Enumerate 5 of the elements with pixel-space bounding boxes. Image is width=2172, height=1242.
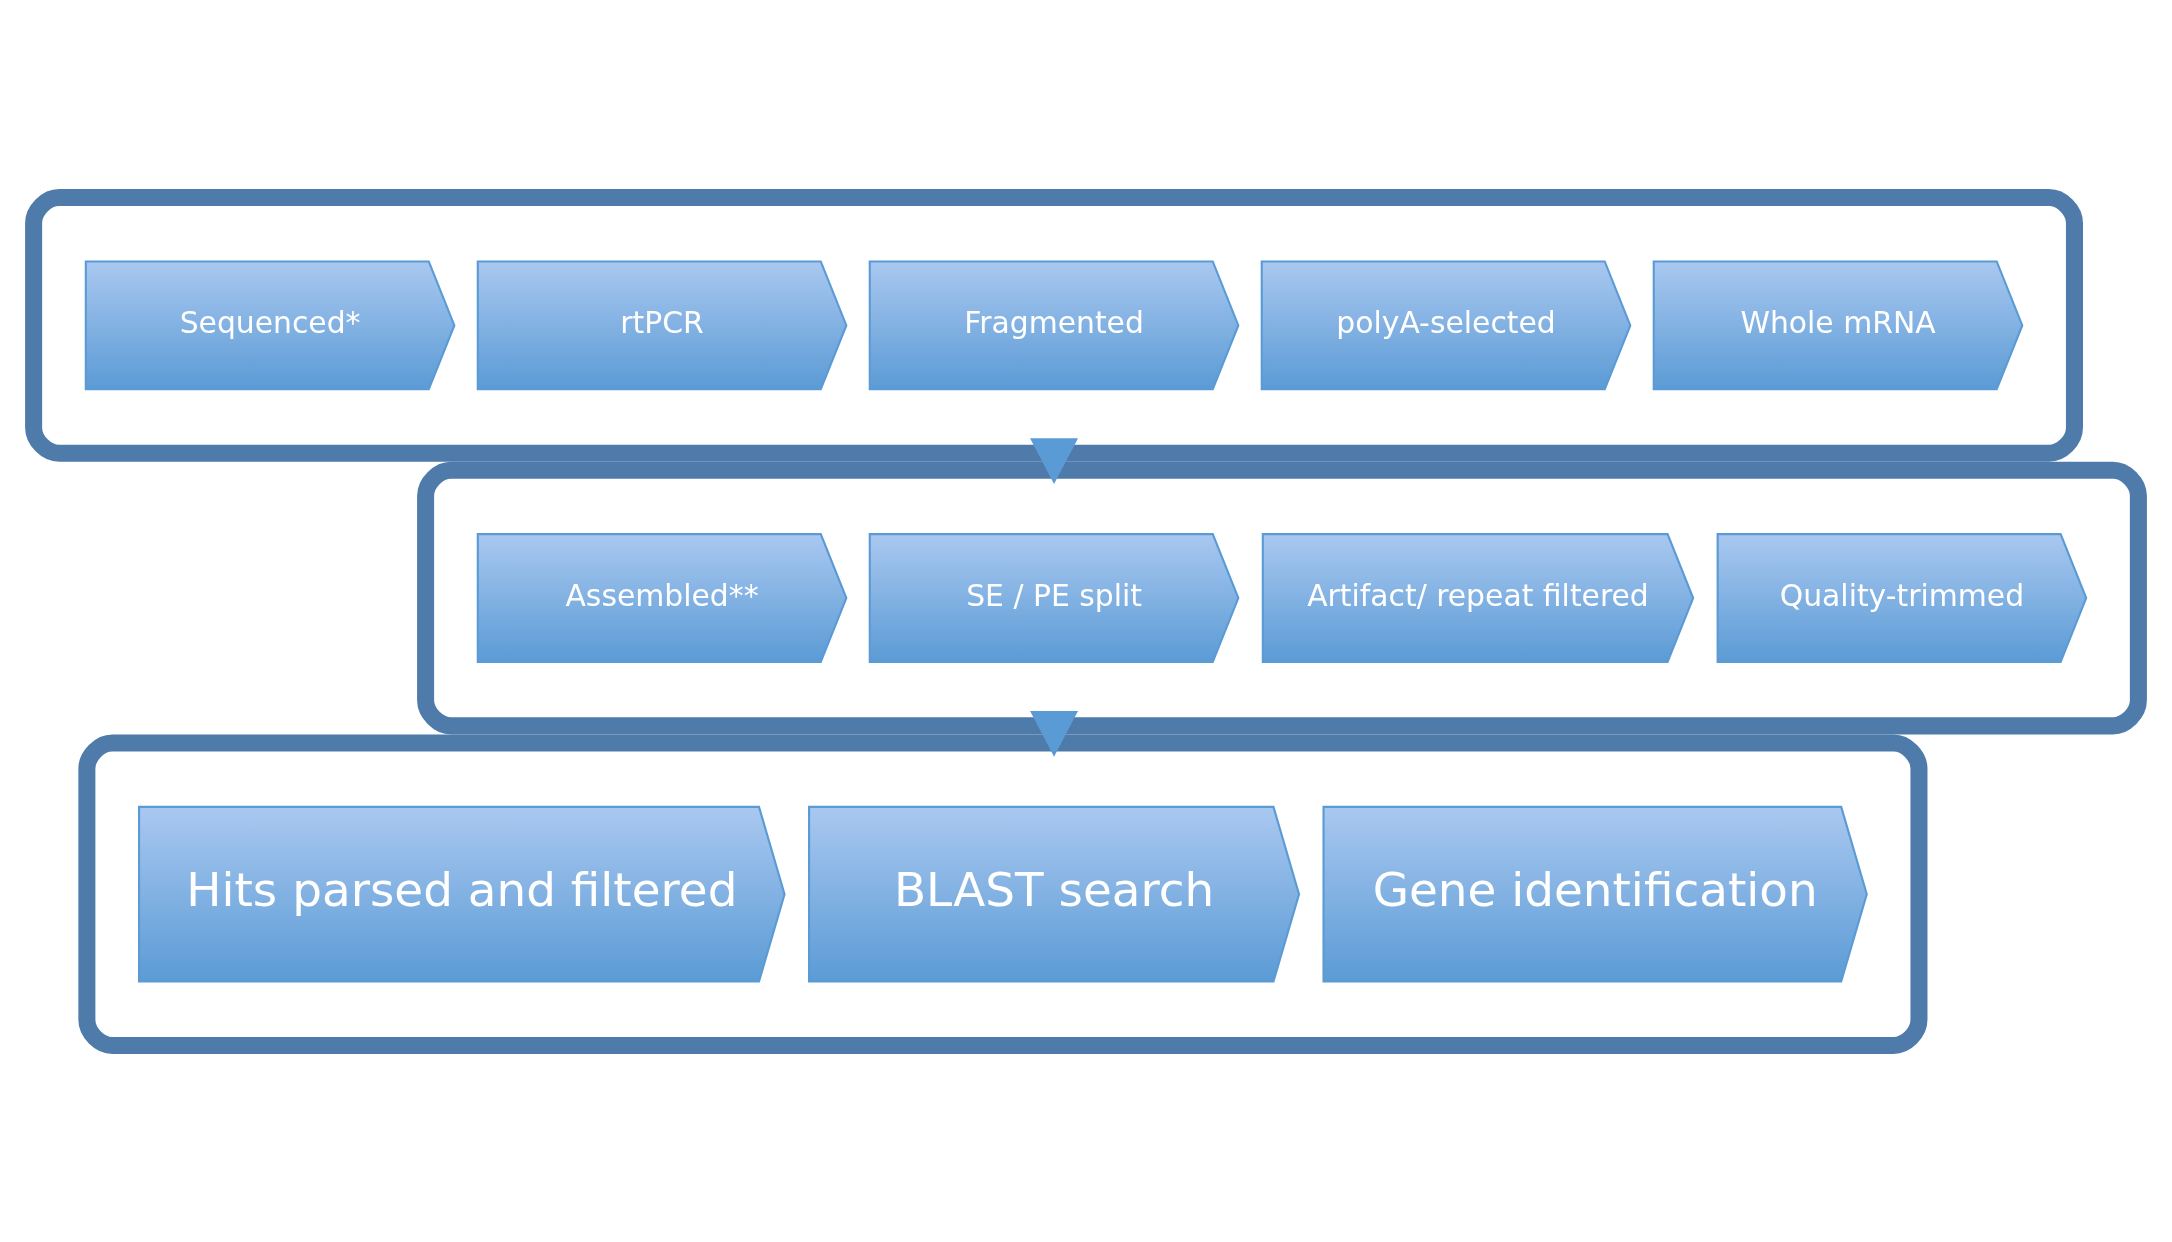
cluster — [417, 461, 2147, 734]
cluster — [78, 733, 1928, 1054]
arrow — [1030, 437, 1079, 484]
arrow — [1030, 710, 1079, 757]
cluster — [25, 188, 2083, 462]
